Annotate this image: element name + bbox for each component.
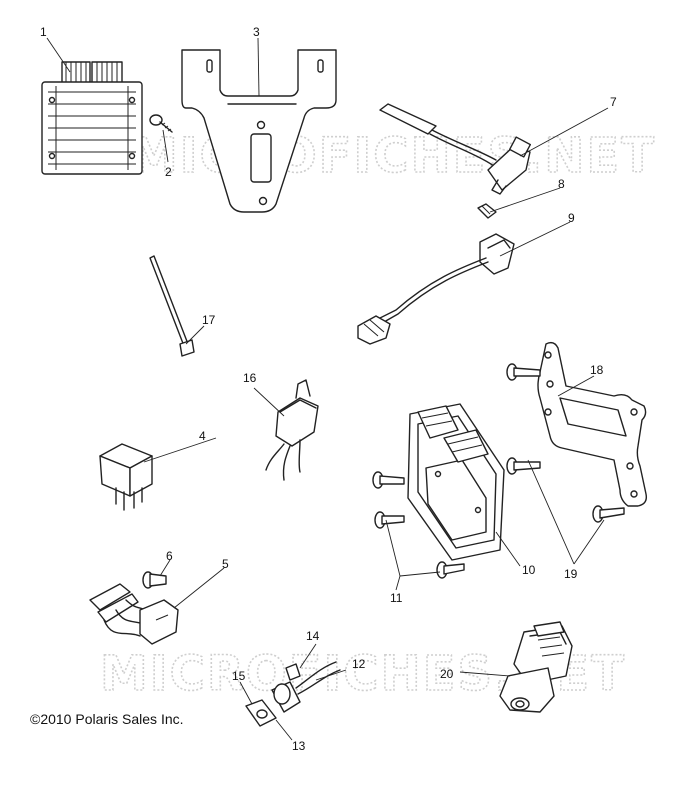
part-10-ecu xyxy=(407,403,505,561)
part-18-ecu-bracket xyxy=(537,341,648,507)
callout-9: 9 xyxy=(568,211,575,225)
callout-2: 2 xyxy=(165,165,172,179)
leader-lines xyxy=(46,37,609,741)
callout-15: 15 xyxy=(232,669,246,683)
callout-5: 5 xyxy=(222,557,229,571)
callout-7: 7 xyxy=(610,95,617,109)
copyright-notice: ©2010 Polaris Sales Inc. xyxy=(30,711,184,727)
callout-8: 8 xyxy=(558,177,565,191)
callout-17: 17 xyxy=(202,313,216,327)
callout-18: 18 xyxy=(590,363,604,377)
callout-12: 12 xyxy=(352,657,366,671)
part-20-map-sensor xyxy=(499,621,573,713)
callout-4: 4 xyxy=(199,429,206,443)
callout-3: 3 xyxy=(253,25,260,39)
callout-19: 19 xyxy=(564,567,578,581)
part-6-rivet xyxy=(142,571,167,589)
callouts: 1 2 3 4 5 6 7 8 9 10 11 12 13 14 15 16 1… xyxy=(40,25,617,753)
callout-14: 14 xyxy=(306,629,320,643)
callout-6: 6 xyxy=(166,549,173,563)
callout-1: 1 xyxy=(40,25,47,39)
part-1-voltage-regulator xyxy=(41,61,143,175)
part-3-bracket xyxy=(181,49,337,213)
callout-10: 10 xyxy=(522,563,536,577)
part-19-screws xyxy=(506,363,625,523)
part-12-13-14-15-sensor-assembly xyxy=(245,661,341,727)
part-4-relay xyxy=(99,443,153,511)
part-7-sensor xyxy=(379,103,532,195)
callout-16: 16 xyxy=(243,371,257,385)
part-8-pin xyxy=(477,203,497,219)
part-9-sensor-cable xyxy=(357,233,515,345)
part-17-cable-tie xyxy=(149,255,195,357)
part-2-screw xyxy=(149,114,173,133)
callout-20: 20 xyxy=(440,667,454,681)
callout-13: 13 xyxy=(292,739,306,753)
callout-11: 11 xyxy=(390,591,403,605)
part-11-screws xyxy=(372,471,465,579)
part-16-switch xyxy=(265,379,319,481)
part-5-connector xyxy=(89,583,179,645)
